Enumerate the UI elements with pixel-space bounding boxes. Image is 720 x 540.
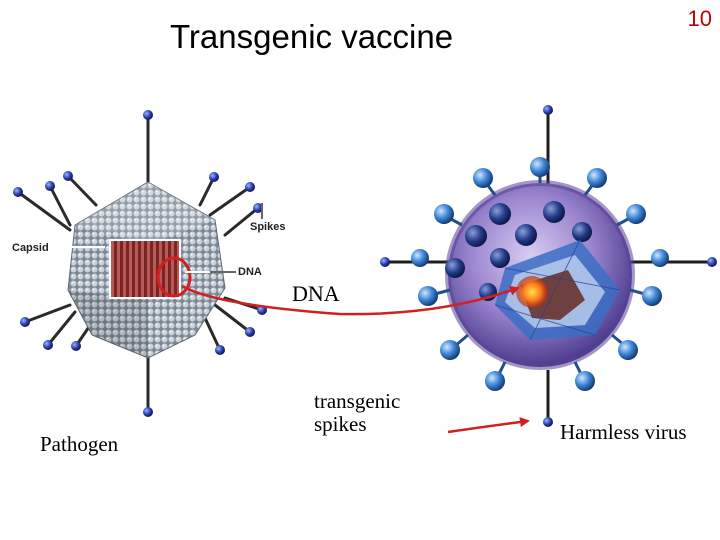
label-spikes: Spikes (250, 221, 286, 233)
harmless-virus-illustration (380, 105, 717, 427)
label-transgenic-line2: spikes (314, 412, 367, 436)
dna-highlight-circle (156, 256, 192, 298)
slide-number: 10 (687, 6, 712, 31)
label-transgenic-spikes: transgenic spikes (314, 390, 400, 436)
slide-title: Transgenic vaccine (170, 18, 454, 55)
label-transgenic-line1: transgenic (314, 389, 401, 413)
spikes-transfer-arrow (447, 417, 530, 434)
label-harmless-virus: Harmless virus (560, 420, 687, 444)
virus-dna-glow (516, 276, 548, 308)
pathogen-illustration (13, 110, 267, 417)
virus-dark-knobs (445, 201, 592, 301)
label-dna-small: DNA (238, 266, 262, 278)
dna-transfer-arrow (181, 284, 520, 316)
label-capsid: Capsid (12, 242, 49, 254)
label-pathogen: Pathogen (40, 432, 119, 456)
dna-cutaway (109, 239, 181, 299)
virus-core-cutaway (494, 239, 621, 341)
label-dna: DNA (292, 281, 340, 306)
